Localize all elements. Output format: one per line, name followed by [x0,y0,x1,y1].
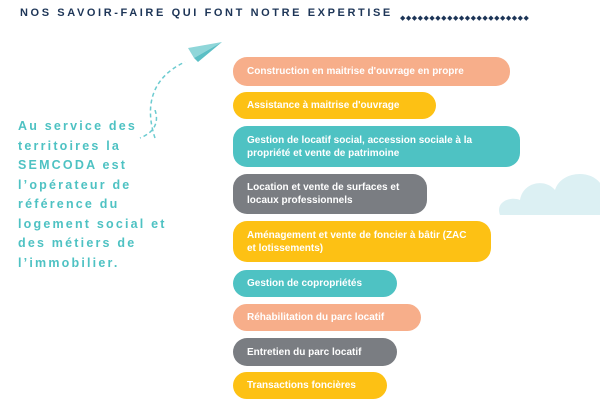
expertise-item: Entretien du parc locatif [233,338,397,366]
expertise-item: Gestion de locatif social, accession soc… [233,126,520,167]
intro-text: Au service des territoires la SEMCODA es… [18,119,167,270]
expertise-item: Location et vente de surfaces et locaux … [233,174,427,214]
dotted-divider: ◆◆◆◆◆◆◆◆◆◆◆◆◆◆◆◆◆◆◆◆◆◆ [400,15,530,22]
expertise-item: Construction en maitrise d'ouvrage en pr… [233,57,510,86]
expertise-item: Réhabilitation du parc locatif [233,304,421,331]
expertise-item: Assistance à maitrise d'ouvrage [233,92,436,119]
page-title: NOS SAVOIR-FAIRE QUI FONT NOTRE EXPERTIS… [20,7,393,19]
cloud-icon [499,174,600,215]
expertise-item: Gestion de copropriétés [233,270,397,297]
paper-plane-icon [149,42,222,139]
dashed-trail [139,110,158,139]
expertise-item: Aménagement et vente de foncier à bâtir … [233,221,491,262]
expertise-item: Transactions foncières [233,372,387,399]
